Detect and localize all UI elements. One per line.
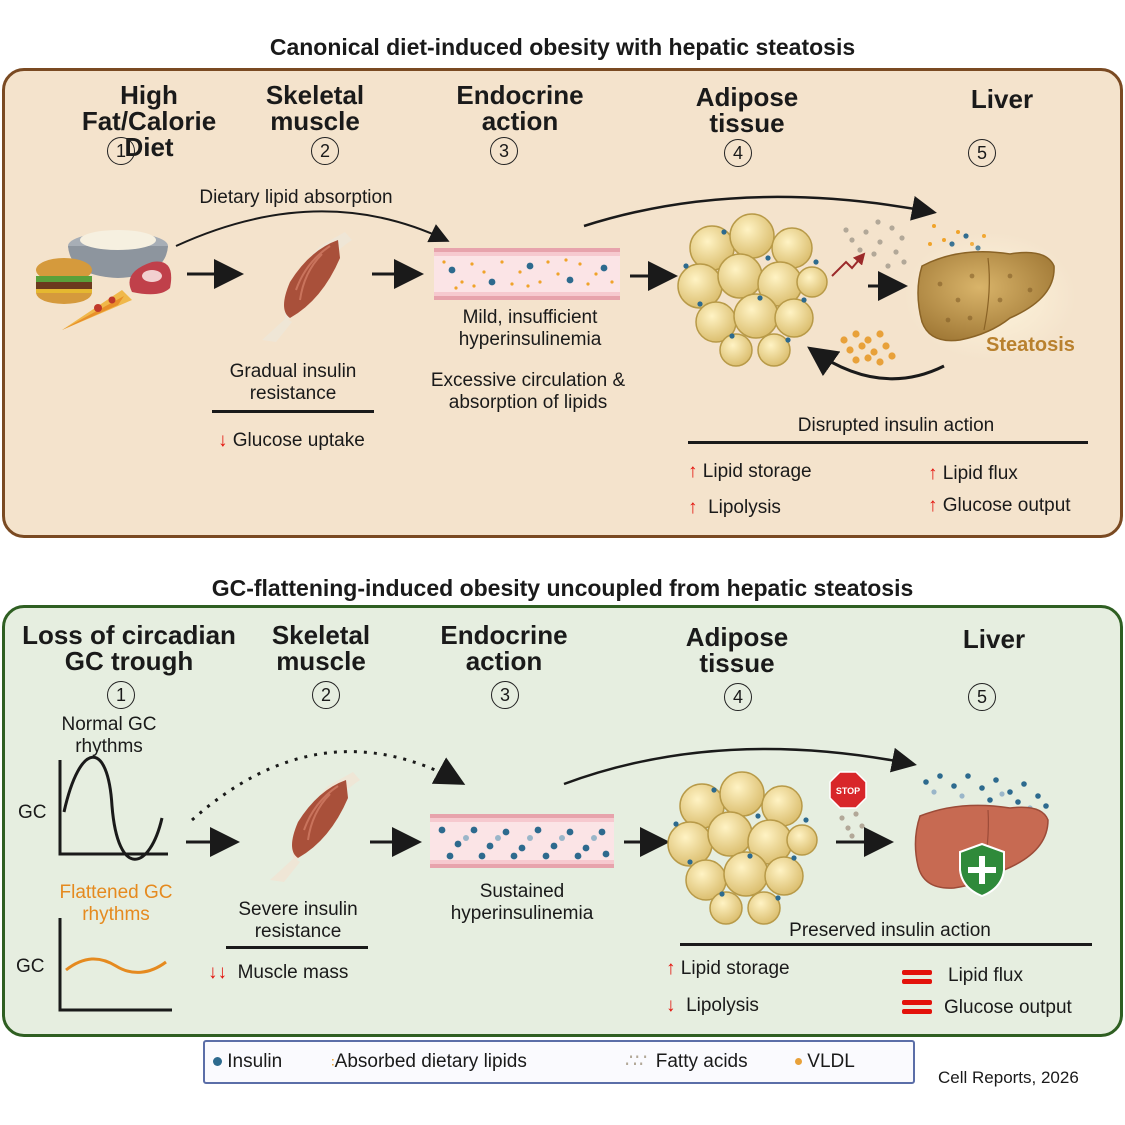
top-glucose-output-effect: ↑ Glucose output [928,495,1071,516]
muscle-icon [262,232,352,342]
legend-insulin: Insulin [213,1051,282,1073]
muscle-mass-effect: ↓↓ Muscle mass [208,962,349,983]
vldl-dot-icon [795,1058,802,1066]
double-down-arrow-icon: ↓↓ [208,962,227,983]
sustained-hyperinsulinemia-label: Sustained hyperinsulinemia [450,881,594,924]
top-step-5-title: Liver [970,84,1034,114]
bottom-step-4-number: 4 [724,683,752,711]
bottom-step-5-number: 5 [968,683,996,711]
bottom-step-1-title: Loss of circadian GC trough [22,620,236,676]
disrupted-insulin-action-header: Disrupted insulin action [797,415,995,436]
top-lipid-storage-effect: ↑ Lipid storage [688,461,812,482]
top-step-5-number: 5 [968,139,996,167]
flattened-gc-rhythms-label: Flattened GC rhythms [59,882,173,925]
stop-sign-icon: STOP [829,771,867,809]
bottom-adipose-divider [680,943,1092,946]
top-lipolysis-effect: ↑ Lipolysis [688,497,781,518]
top-step-4-number: 4 [724,139,752,167]
unchanged-equal-icons [902,970,932,1014]
up-arrow-icon: ↑ [928,463,938,484]
up-arrow-icon: ↑ [666,958,676,979]
bottom-step-4-title: Adipose tissue [685,622,789,678]
fatty-acids-release-icon [831,219,907,277]
source-citation: Cell Reports, 2026 [938,1068,1079,1087]
food-icon [36,230,172,330]
excessive-lipids-label: Excessive circulation & absorption of li… [430,370,626,413]
normal-gc-rhythms-label: Normal GC rhythms [61,714,157,757]
insulin-particles [923,773,1049,809]
gc-axis-label: GC [18,802,47,823]
glucose-uptake-label: Glucose uptake [232,430,365,451]
normal-gc-rhythm-graph [58,755,168,861]
legend-fatty-acids: ∴∵ Fatty acids [625,1051,748,1072]
blood-vessel-icon [434,248,620,300]
up-arrow-icon: ↑ [928,495,938,516]
glucose-uptake-effect: ↓ Glucose uptake [218,430,365,452]
down-arrow-icon: ↓ [218,430,228,451]
top-panel-title: Canonical diet-induced obesity with hepa… [269,34,856,60]
legend-absorbed-lipids: ∶Absorbed dietary lipids [331,1051,527,1072]
insulin-dot-icon [213,1057,222,1067]
bottom-step-2-title: Skeletal muscle [271,620,371,676]
adipose-divider [688,441,1088,444]
steatotic-liver-icon [904,232,1076,360]
up-arrow-icon: ↑ [688,461,698,482]
top-step-2-title: Skeletal muscle [265,80,365,136]
fatty-acids-icon [839,811,865,839]
bottom-step-1-number: 1 [107,681,135,709]
lipid-dots-icon: ∶ [331,1054,335,1070]
up-arrow-icon: ↑ [688,497,698,518]
bottom-muscle-divider [226,946,368,949]
bottom-step-3-number: 3 [491,681,519,709]
down-arrow-icon: ↓ [666,995,676,1016]
shield-plus-icon [959,842,1005,898]
blood-vessel-icon [430,814,614,868]
adipose-tissue-icon [677,213,828,367]
svg-text:STOP: STOP [836,786,860,796]
preserved-insulin-action-header: Preserved insulin action [789,920,991,941]
bottom-step-5-title: Liver [962,624,1026,654]
legend-vldl: VLDL [795,1051,855,1073]
top-step-1-number: 1 [107,137,135,165]
top-step-3-number: 3 [490,137,518,165]
bottom-lipolysis-effect: ↓ Lipolysis [666,995,759,1016]
legend: Insulin ∶Absorbed dietary lipids ∴∵ Fatt… [203,1040,915,1084]
flattened-gc-rhythm-graph [58,918,172,1012]
fatty-acid-dots-icon: ∴∵ [625,1051,647,1072]
muscle-icon [270,772,360,882]
muscle-divider [212,410,374,413]
adipose-tissue-icon [667,771,818,925]
mild-hyperinsulinemia-label: Mild, insufficient hyperinsulinemia [458,307,602,350]
top-step-2-number: 2 [311,137,339,165]
top-lipid-flux-effect: ↑ Lipid flux [928,463,1018,484]
top-step-3-title: Endocrine action [456,80,584,136]
bottom-lipid-flux-effect: Lipid flux [948,965,1023,986]
dietary-lipid-absorption-label: Dietary lipid absorption [199,187,393,208]
gc-axis-label-flat: GC [16,956,45,977]
bottom-step-2-number: 2 [312,681,340,709]
severe-insulin-resistance-label: Severe insulin resistance [238,899,358,942]
bottom-lipid-storage-effect: ↑ Lipid storage [666,958,790,979]
bottom-glucose-output-effect: Glucose output [944,997,1072,1018]
top-step-1-title: High Fat/Calorie Diet [81,80,217,162]
vldl-particles [840,330,896,366]
gradual-insulin-resistance-label: Gradual insulin resistance [229,361,357,404]
bottom-step-3-title: Endocrine action [440,620,568,676]
bottom-panel-title: GC-flattening-induced obesity uncoupled … [211,575,914,601]
top-step-4-title: Adipose tissue [695,82,799,138]
steatosis-label: Steatosis [986,334,1075,356]
